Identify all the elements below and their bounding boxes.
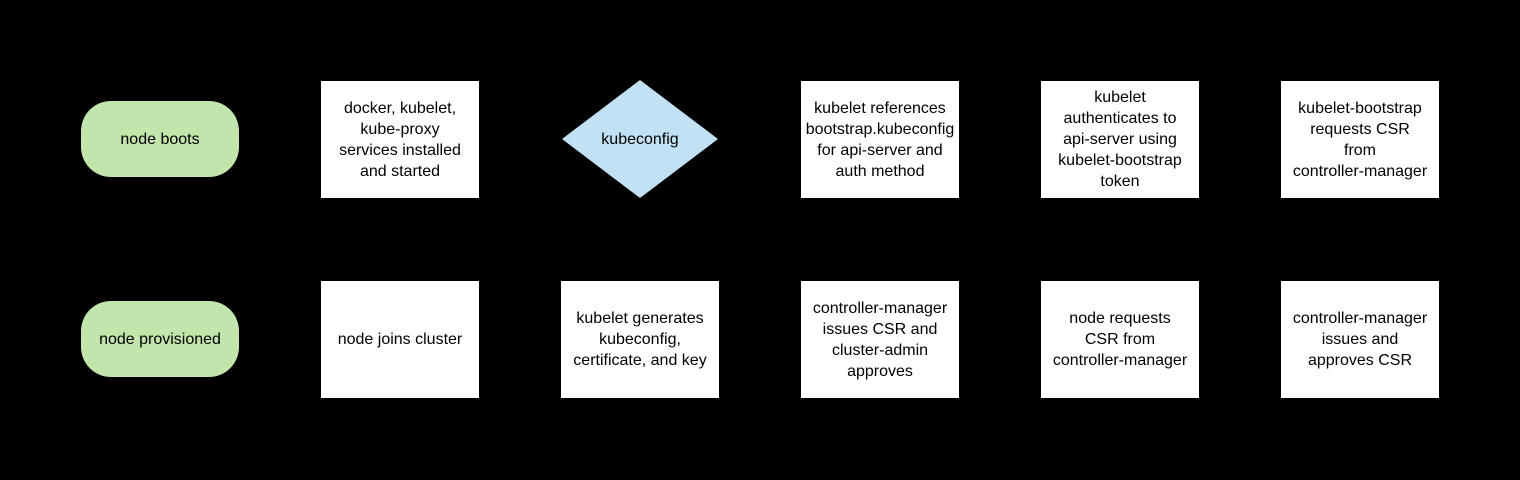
process-node-joins-cluster: node joins cluster [321,281,479,398]
process-services-installed: docker, kubelet, kube-proxy services ins… [321,81,479,198]
process-node-requests-csr: node requests CSR from controller-manage… [1041,281,1199,398]
process-controller-manager-issues-csr: controller-manager issues CSR and cluste… [801,281,959,398]
node-label: kubelet generates kubeconfig, certificat… [573,310,707,369]
node-label: docker, kubelet, kube-proxy services ins… [339,99,461,180]
node-label: node requests CSR from controller-manage… [1052,310,1188,369]
node-label: controller-manager issues CSR and cluste… [812,299,948,380]
process-controller-manager-issues-and-approves-csr: controller-manager issues and approves C… [1281,281,1439,398]
process-kubelet-references-bootstrap-kubeconfig: kubelet references bootstrap.kubeconfig … [801,81,959,198]
node-label: node provisioned [99,330,221,348]
node-label: node joins cluster [337,331,463,348]
node-label: node boots [120,130,200,148]
node-label: kubelet-bootstrap requests CSR from cont… [1292,99,1428,180]
terminator-node-provisioned: node provisioned [81,301,239,377]
decision-kubeconfig: kubeconfig [562,80,718,198]
node-label: controller-manager issues and approves C… [1292,310,1428,369]
process-kubelet-authenticates: kubelet authenticates to api-server usin… [1041,81,1199,198]
terminator-node-boots: node boots [81,101,239,177]
node-label: kubeconfig [601,130,679,148]
node-label: kubelet references bootstrap.kubeconfig … [805,99,955,180]
node-label: kubelet authenticates to api-server usin… [1058,89,1182,190]
process-kubelet-generates-kubeconfig: kubelet generates kubeconfig, certificat… [561,281,719,398]
process-kubelet-bootstrap-requests-csr: kubelet-bootstrap requests CSR from cont… [1281,81,1439,198]
